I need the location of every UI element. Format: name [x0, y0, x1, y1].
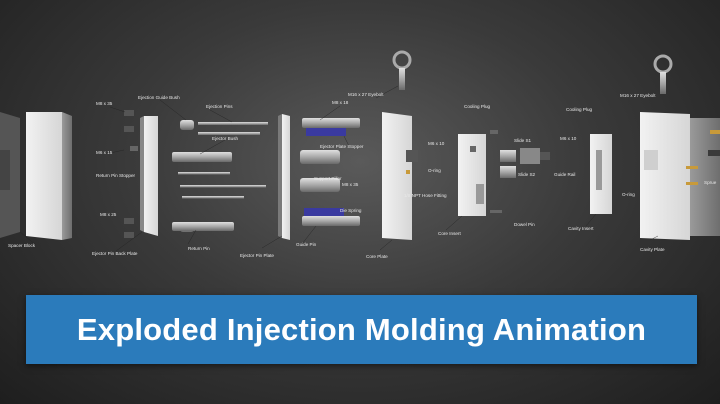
- leader-lines: [19, 85, 659, 252]
- ejector-pin-back-plate-part: [140, 116, 158, 236]
- label-ejector-plate-stopper: Ejector Plate Stopper: [320, 144, 364, 149]
- label-m8x25: M8 x 25: [100, 212, 117, 217]
- label-return-pin: Return Pin: [188, 246, 210, 251]
- label-ejector-bush: Ejector Bush: [212, 136, 238, 141]
- label-support-pillar: Support Pillar: [314, 176, 342, 181]
- part-labels: Spacer Block M8 x 35 M6 x 15 Return Pin …: [8, 92, 717, 259]
- slides-part: [500, 148, 550, 178]
- label-m8x35-b: M8 x 35: [342, 182, 359, 187]
- label-core-insert: Core Insert: [438, 231, 461, 236]
- banner-title: Exploded Injection Molding Animation: [76, 311, 647, 347]
- label-die-spring: Die Spring: [340, 208, 362, 213]
- label-cooling-plug-b: Cooling Plug: [566, 107, 592, 112]
- label-slide-s2: Slide S2: [518, 172, 536, 177]
- label-m6x10-b: M6 x 10: [560, 136, 577, 141]
- support-pillar-part: [300, 118, 360, 226]
- title-banner: Exploded Injection Molding Animation: [26, 295, 697, 364]
- label-guide-pin: Guide Pin: [296, 242, 317, 247]
- label-dowel-pin: Dowel Pin: [514, 222, 535, 227]
- label-m8x18: M8 x 18: [332, 100, 349, 105]
- label-core-plate: Core Plate: [366, 254, 388, 259]
- label-npt-hose-fitting: 1/8 NPT Hose Fitting: [404, 193, 447, 198]
- label-m6x10: M6 x 10: [428, 141, 445, 146]
- core-plate-part: [382, 112, 418, 240]
- eyebolt-part: [392, 50, 412, 90]
- ejection-guide-bush-part: [180, 120, 194, 232]
- label-m16x27-eyebolt-b: M16 x 27 Eyebolt: [620, 93, 656, 98]
- cavity-insert-part: [590, 134, 612, 214]
- label-ejection-guide-bush: Ejection Guide Bush: [138, 95, 180, 100]
- label-cavity-plate: Cavity Plate: [640, 247, 665, 252]
- clamp-plate-part: [26, 112, 72, 240]
- label-cavity-insert: Cavity Insert: [568, 226, 594, 231]
- label-cooling-plug: Cooling Plug: [464, 104, 490, 109]
- ejector-pin-plate-part: [278, 114, 290, 240]
- label-spacer-block: Spacer Block: [8, 243, 36, 248]
- label-sprue: Sprue: [704, 180, 717, 185]
- core-insert-part: [458, 130, 502, 216]
- label-return-pin-stopper: Return Pin Stopper: [96, 173, 136, 178]
- cavity-plate-part: [640, 112, 720, 240]
- label-ejection-pins: Ejection Pins: [206, 104, 233, 109]
- label-o-ring: O-ring: [428, 168, 441, 173]
- label-m6x15: M6 x 15: [96, 150, 113, 155]
- label-m8x35: M8 x 35: [96, 101, 113, 106]
- label-slide-s1: Slide S1: [514, 138, 532, 143]
- label-o-ring-b: O-ring: [622, 192, 635, 197]
- eyebolt-part-2: [653, 54, 673, 94]
- spacer-block-part: [0, 112, 20, 238]
- ejection-pins-part: [172, 122, 268, 231]
- label-ejector-pin-plate: Ejector Pin Plate: [240, 253, 274, 258]
- label-ejector-pin-back-plate: Ejector Pin Back Plate: [92, 251, 138, 256]
- label-m16x27-eyebolt: M16 x 27 Eyebolt: [348, 92, 384, 97]
- screws-left: [124, 110, 138, 238]
- label-guide-rail: Guide Rail: [554, 172, 575, 177]
